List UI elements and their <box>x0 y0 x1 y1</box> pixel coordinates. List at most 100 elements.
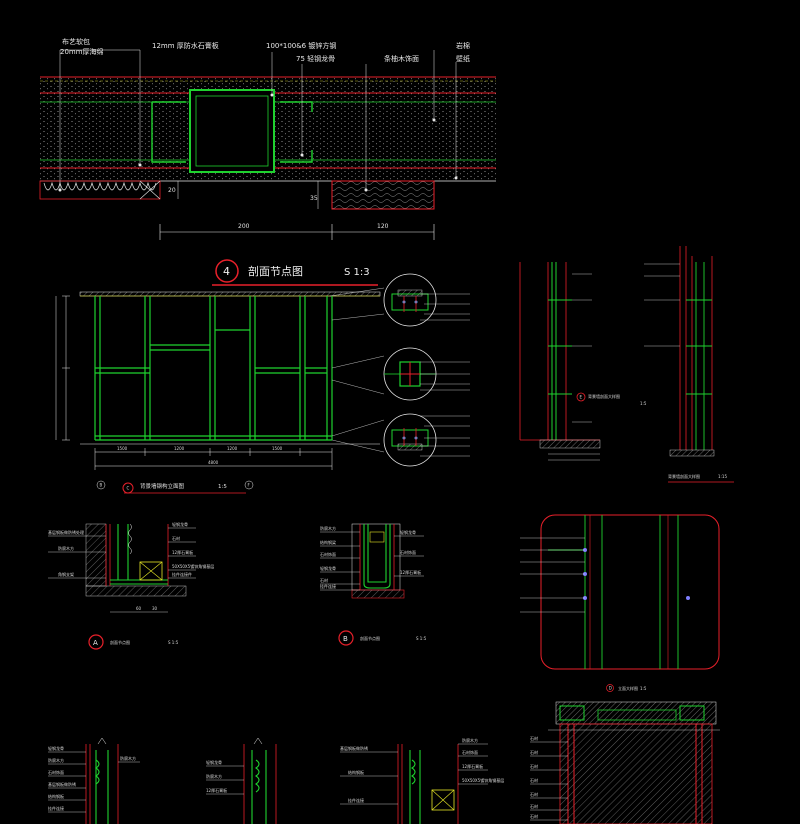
bs1-label-5: 挂件连接 <box>48 805 64 811</box>
bs3-label-2: 挂件连接 <box>348 797 364 803</box>
bottom-section-3: 基层钢板做防锈 结构钢板 挂件连接 防腐木方 石材饰面 12厚石膏板 50X50… <box>340 737 504 824</box>
stone-label-1: 石材 <box>530 749 538 755</box>
side-scale-2: 1:15 <box>718 474 727 479</box>
elevation-scale: 1:5 <box>218 484 227 490</box>
c-stud-left <box>151 101 186 163</box>
stone-label-2: 石材 <box>530 763 538 769</box>
panel-scale: 1:5 <box>640 686 647 691</box>
circle-detail-leaders <box>420 293 470 457</box>
side-section-left: E 背景墙剖面大样图 1:5 <box>519 262 647 461</box>
label-wood: 条柚木饰面 <box>384 54 419 63</box>
label-tube: 100*100&6 镀锌方钢 <box>266 41 336 50</box>
steel-frame-elevation: 1500 1200 1200 1500 4800 B F C 背景墙钢构立面图 … <box>55 287 385 494</box>
elevation-title: 背景墙钢构立面图 <box>140 482 185 490</box>
label-keel: 75 轻钢龙骨 <box>296 54 335 63</box>
steel-tube <box>189 89 275 173</box>
axis-right: F <box>248 483 251 488</box>
bs1-label-r0: 防腐木方 <box>120 755 136 761</box>
b-label-r1: 石材饰面 <box>400 549 416 555</box>
dim-1200b: 1200 <box>227 446 238 451</box>
bottom-right-stone-panel: 石材 石材 石材 石材 石材 石材 石材 <box>530 701 720 824</box>
right-elevation-panel: D 立面大样图 1:5 <box>520 514 720 692</box>
elevation-mark: C <box>127 486 130 491</box>
a-dim-1: 30 <box>152 606 158 611</box>
b-label-l4: 石材 <box>320 577 328 583</box>
dim-1200a: 1200 <box>174 446 185 451</box>
circle-detail-bottom <box>383 413 437 467</box>
b-label-l1: 结构钢梁 <box>320 539 336 545</box>
section-4-bubble <box>215 259 239 283</box>
c-stud-right <box>280 101 313 163</box>
b-mark: B <box>343 635 348 643</box>
section-b-detail: 防腐木方 结构钢梁 石材饰面 轻钢龙骨 石材 挂件连接 轻钢龙骨 石材饰面 12… <box>320 523 427 646</box>
axis-left: B <box>100 483 103 488</box>
panel-border <box>540 514 720 670</box>
b-label-l5: 挂件连接 <box>320 583 336 589</box>
dim-20: 20 <box>168 187 176 194</box>
bs3-label-0: 基层钢板做防锈 <box>340 745 368 751</box>
side-mark: E <box>580 395 583 400</box>
a-label-r1: 石材 <box>172 535 180 541</box>
a-dim-0: 60 <box>136 606 142 611</box>
section-a-detail: 基层钢板做防锈处理 防腐木方 角钢支架 轻钢龙骨 石材 12厚石膏板 50X50… <box>48 521 214 650</box>
a-label-r0: 轻钢龙骨 <box>172 521 188 527</box>
section-4-number: 4 <box>223 265 230 278</box>
b-title: 剖面节点图 <box>360 635 380 641</box>
bs1-label-3: 基层钢板做防锈 <box>48 781 76 787</box>
bs1-label-4: 结构钢板 <box>48 793 64 799</box>
label-gypsum: 12mm 厚防水石膏板 <box>152 41 219 50</box>
side-scale: 1:5 <box>640 401 647 406</box>
bs3-label-r0: 防腐木方 <box>462 737 478 743</box>
section-4-title-block: 4 剖面节点图 S 1:3 <box>212 259 378 286</box>
label-paper: 壁纸 <box>456 54 470 63</box>
b-label-l0: 防腐木方 <box>320 525 336 531</box>
stone-label-5: 石材 <box>530 803 538 809</box>
bs2-label-2: 12厚石膏板 <box>206 787 227 793</box>
bs1-label-1: 防腐木方 <box>48 757 64 763</box>
side-title: 背景墙剖面大样图 <box>588 393 620 399</box>
b-scale: S 1:5 <box>416 636 427 641</box>
bottom-section-1: 轻钢龙骨 防腐木方 石材饰面 基层钢板做防锈 结构钢板 挂件连接 防腐木方 <box>48 737 140 824</box>
dim-total: 4800 <box>208 460 219 465</box>
bottom-section-2: 轻钢龙骨 防腐木方 12厚石膏板 <box>206 737 277 824</box>
side-title-2: 背景墙剖面大样图 <box>668 473 700 479</box>
top-wall-detail: 布艺软包 20mm厚海绵 12mm 厚防水石膏板 100*100&6 镀锌方钢 … <box>39 37 496 240</box>
side-section-right: 背景墙剖面大样图 1:15 <box>644 246 734 483</box>
bs1-label-2: 石材饰面 <box>48 769 64 775</box>
stone-label-0: 石材 <box>530 735 538 741</box>
label-cotton: 岩棉 <box>456 41 470 50</box>
a-label-l1: 防腐木方 <box>58 545 74 551</box>
fabric-panel <box>39 180 161 200</box>
b-label-l3: 轻钢龙骨 <box>320 565 336 571</box>
b-label-l2: 石材饰面 <box>320 551 336 557</box>
bs3-label-r3: 50X50X5镀锌角钢基层 <box>462 777 504 783</box>
stone-label-4: 石材 <box>530 791 538 797</box>
dim-1500a: 1500 <box>117 446 128 451</box>
stone-label-6: 石材 <box>530 813 538 819</box>
teak-strip <box>331 180 435 210</box>
bs2-label-1: 防腐木方 <box>206 773 222 779</box>
a-label-r3: 50X50X5镀锌角钢基层 <box>172 563 214 569</box>
dim-120: 120 <box>377 223 389 230</box>
bs1-label-0: 轻钢龙骨 <box>48 745 64 751</box>
a-label-l0: 基层钢板做防锈处理 <box>48 529 84 535</box>
a-label-l2: 角钢支架 <box>58 571 74 577</box>
dim-200: 200 <box>238 223 250 230</box>
panel-mark: D <box>609 686 612 691</box>
panel-title: 立面大样图 <box>618 685 638 691</box>
bs3-label-1: 结构钢板 <box>348 769 364 775</box>
bs2-label-0: 轻钢龙骨 <box>206 759 222 765</box>
a-mark: A <box>93 639 98 647</box>
section-4-scale: S 1:3 <box>344 267 370 278</box>
a-label-r4: 挂件连接件 <box>172 571 192 577</box>
bs3-label-r2: 12厚石膏板 <box>462 763 483 769</box>
circle-detail-top <box>383 273 437 327</box>
a-scale: S 1:5 <box>168 640 179 645</box>
section-4-title: 剖面节点图 <box>248 264 303 278</box>
bs3-label-r1: 石材饰面 <box>462 749 478 755</box>
dim-35: 35 <box>310 195 318 202</box>
a-label-r2: 12厚石膏板 <box>172 549 193 555</box>
stone-label-3: 石材 <box>530 777 538 783</box>
a-title: 剖面节点图 <box>110 639 130 645</box>
